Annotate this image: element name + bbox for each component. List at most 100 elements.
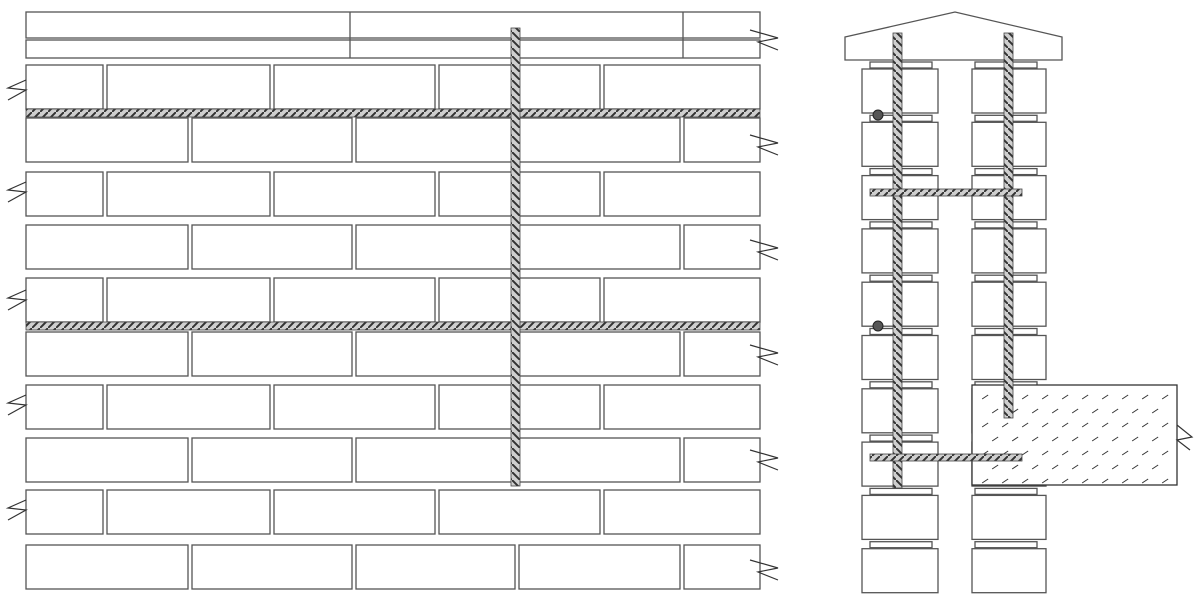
brick [518,117,681,163]
concrete-hatch [1041,422,1049,428]
brick [518,224,681,270]
brick [25,117,189,163]
concrete-hatch [1051,464,1059,470]
concrete-hatch [1101,450,1109,456]
concrete-hatch [1011,464,1019,470]
concrete-hatch [1041,450,1049,456]
brick [191,437,353,483]
concrete-hatch [1061,422,1069,428]
concrete-hatch [981,422,989,428]
brick [683,544,761,590]
break-line-symbol [749,559,779,581]
concrete-hatch [1141,478,1149,484]
horizontal-rebar [25,108,761,118]
concrete-hatch [1121,478,1129,484]
concrete-hatch [1091,408,1099,414]
brick [683,224,761,270]
concrete-hatch [1041,394,1049,400]
concrete-hatch [1141,450,1149,456]
break-line-symbol [5,499,28,521]
brick [191,224,353,270]
concrete-hatch [1031,464,1039,470]
vertical-rebar [510,27,521,487]
mortar-joint [869,541,933,549]
concrete-hatch [1151,436,1159,442]
brick [191,544,353,590]
concrete-hatch [1051,408,1059,414]
brick [603,489,761,535]
brick [273,489,436,535]
concrete-hatch [1121,422,1129,428]
break-line-symbol [749,449,779,471]
concrete-hatch [1131,408,1139,414]
brick [191,331,353,377]
brick [191,117,353,163]
concrete-hatch [1151,408,1159,414]
break-line-symbol [5,394,28,416]
brick [971,494,1047,541]
break-line-symbol [749,344,779,366]
brick [273,277,436,323]
concrete-hatch [1101,478,1109,484]
brick [25,171,104,217]
brick [25,331,189,377]
brick [518,331,681,377]
mortar-joint [974,541,1038,549]
brick [106,384,271,430]
mortar-joint [869,487,933,496]
break-line-symbol [749,239,779,261]
brick [106,171,271,217]
brick [355,117,516,163]
concrete-hatch [1091,436,1099,442]
brick [438,489,601,535]
brick [683,437,761,483]
brick [683,331,761,377]
brick [25,437,189,483]
concrete-hatch [1021,422,1029,428]
horizontal-rebar [25,321,761,331]
concrete-hatch [1081,394,1089,400]
brick [25,224,189,270]
concrete-hatch [1061,478,1069,484]
concrete-hatch [981,394,989,400]
concrete-slab [971,384,1178,486]
brick [861,494,939,541]
brick [273,64,436,110]
break-line-symbol [5,289,28,311]
concrete-hatch [991,408,999,414]
brick [355,437,516,483]
concrete-hatch [1141,394,1149,400]
concrete-hatch [1031,408,1039,414]
concrete-hatch [1121,450,1129,456]
break-line-symbol [5,181,28,203]
brick [971,548,1047,594]
brick [25,489,104,535]
break-line-symbol [1175,424,1194,451]
brick [106,64,271,110]
concrete-hatch [1061,450,1069,456]
concrete-hatch [1111,436,1119,442]
cap-course [25,11,761,39]
brick [273,171,436,217]
concrete-hatch [1141,422,1149,428]
concrete-hatch [1081,450,1089,456]
concrete-hatch [1011,436,1019,442]
break-line-symbol [749,134,779,156]
brick [273,384,436,430]
concrete-hatch [1131,464,1139,470]
concrete-hatch [991,436,999,442]
brick [355,331,516,377]
horizontal-tie [869,453,1023,462]
concrete-hatch [1001,422,1009,428]
brick [603,277,761,323]
concrete-hatch [1121,394,1129,400]
concrete-hatch [1001,478,1009,484]
concrete-hatch [1111,408,1119,414]
vertical-rebar [892,32,903,489]
concrete-hatch [1071,436,1079,442]
pier-section [844,11,1194,594]
brick [861,548,939,594]
concrete-hatch [1151,464,1159,470]
concrete-hatch [1161,394,1169,400]
